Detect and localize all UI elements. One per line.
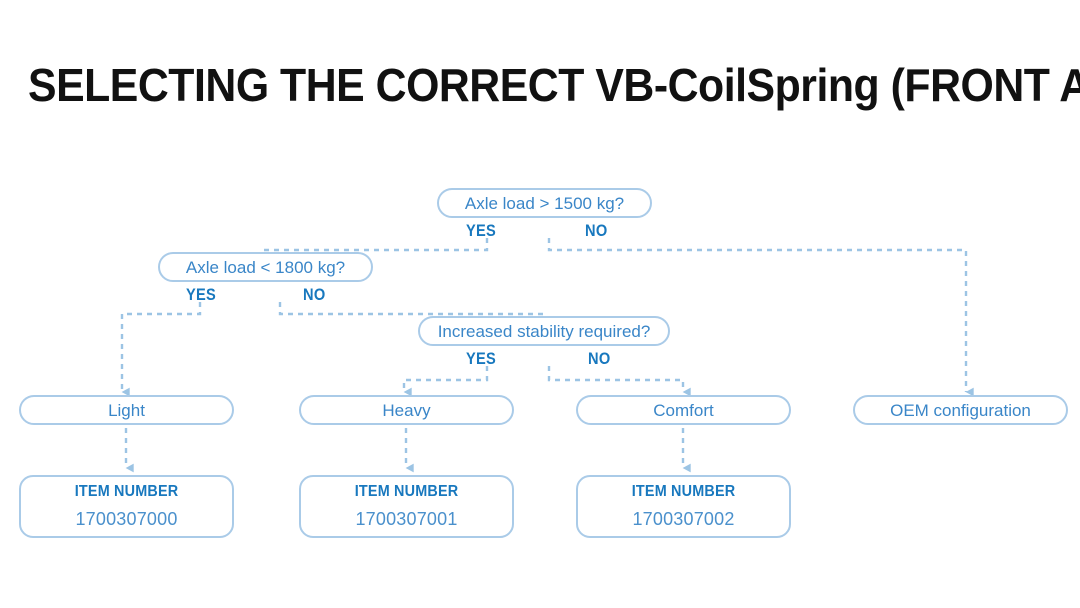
result-heavy-label: Heavy: [382, 400, 431, 420]
branch-label-d1-no: NO: [585, 221, 608, 240]
item-card-heavy-label: ITEM NUMBER: [354, 483, 459, 500]
item-card-comfort[interactable]: ITEM NUMBER 1700307002: [576, 475, 791, 538]
item-card-comfort-number: 1700307002: [632, 509, 735, 529]
result-heavy[interactable]: Heavy: [299, 395, 514, 425]
item-card-light-label: ITEM NUMBER: [74, 483, 179, 500]
branch-label-d3-no: NO: [588, 349, 611, 368]
page-title: SELECTING THE CORRECT VB-CoilSpring (FRO…: [28, 59, 1080, 111]
result-light[interactable]: Light: [19, 395, 234, 425]
decision-increased-stability[interactable]: Increased stability required?: [418, 316, 670, 346]
decision-axle-load-gt-1500-label: Axle load > 1500 kg?: [464, 193, 625, 213]
decision-axle-load-lt-1800-label: Axle load < 1800 kg?: [185, 257, 346, 277]
item-card-comfort-label: ITEM NUMBER: [631, 483, 736, 500]
item-card-heavy[interactable]: ITEM NUMBER 1700307001: [299, 475, 514, 538]
wire-d3-no: [547, 366, 691, 397]
wire-d1-no: [547, 238, 974, 397]
result-comfort-label: Comfort: [653, 400, 714, 420]
result-comfort[interactable]: Comfort: [576, 395, 791, 425]
decision-axle-load-gt-1500[interactable]: Axle load > 1500 kg?: [437, 188, 652, 218]
item-card-light[interactable]: ITEM NUMBER 1700307000: [19, 475, 234, 538]
result-oem-configuration-label: OEM configuration: [890, 400, 1031, 420]
item-card-light-number: 1700307000: [75, 509, 178, 529]
branch-label-d2-no: NO: [303, 285, 326, 304]
result-light-label: Light: [108, 400, 145, 420]
item-card-heavy-number: 1700307001: [355, 509, 458, 529]
decision-axle-load-lt-1800[interactable]: Axle load < 1800 kg?: [158, 252, 373, 282]
result-oem-configuration[interactable]: OEM configuration: [853, 395, 1068, 425]
wire-d3-yes: [402, 366, 489, 397]
decision-increased-stability-label: Increased stability required?: [437, 321, 651, 341]
branch-label-d2-yes: YES: [186, 285, 217, 304]
branch-label-d3-yes: YES: [466, 349, 497, 368]
wire-d1-yes: [260, 238, 489, 252]
wire-d2-yes: [120, 302, 202, 397]
branch-label-d1-yes: YES: [466, 221, 497, 240]
